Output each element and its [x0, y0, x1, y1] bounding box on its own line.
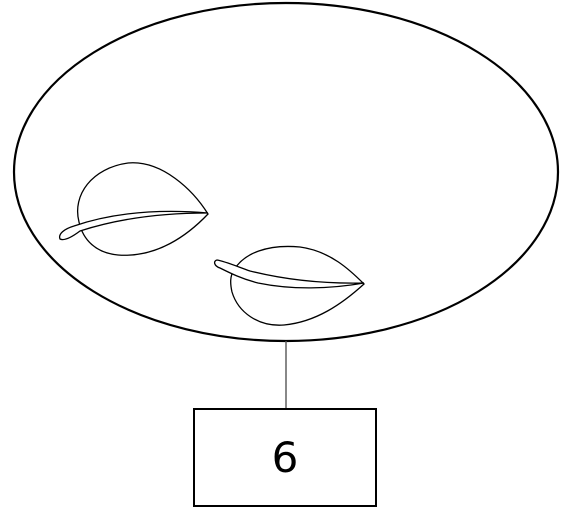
label-value: 6: [271, 432, 299, 482]
label-box: 6: [193, 408, 377, 507]
leaf-icon: [213, 245, 365, 326]
leaf-icon: [58, 162, 209, 256]
